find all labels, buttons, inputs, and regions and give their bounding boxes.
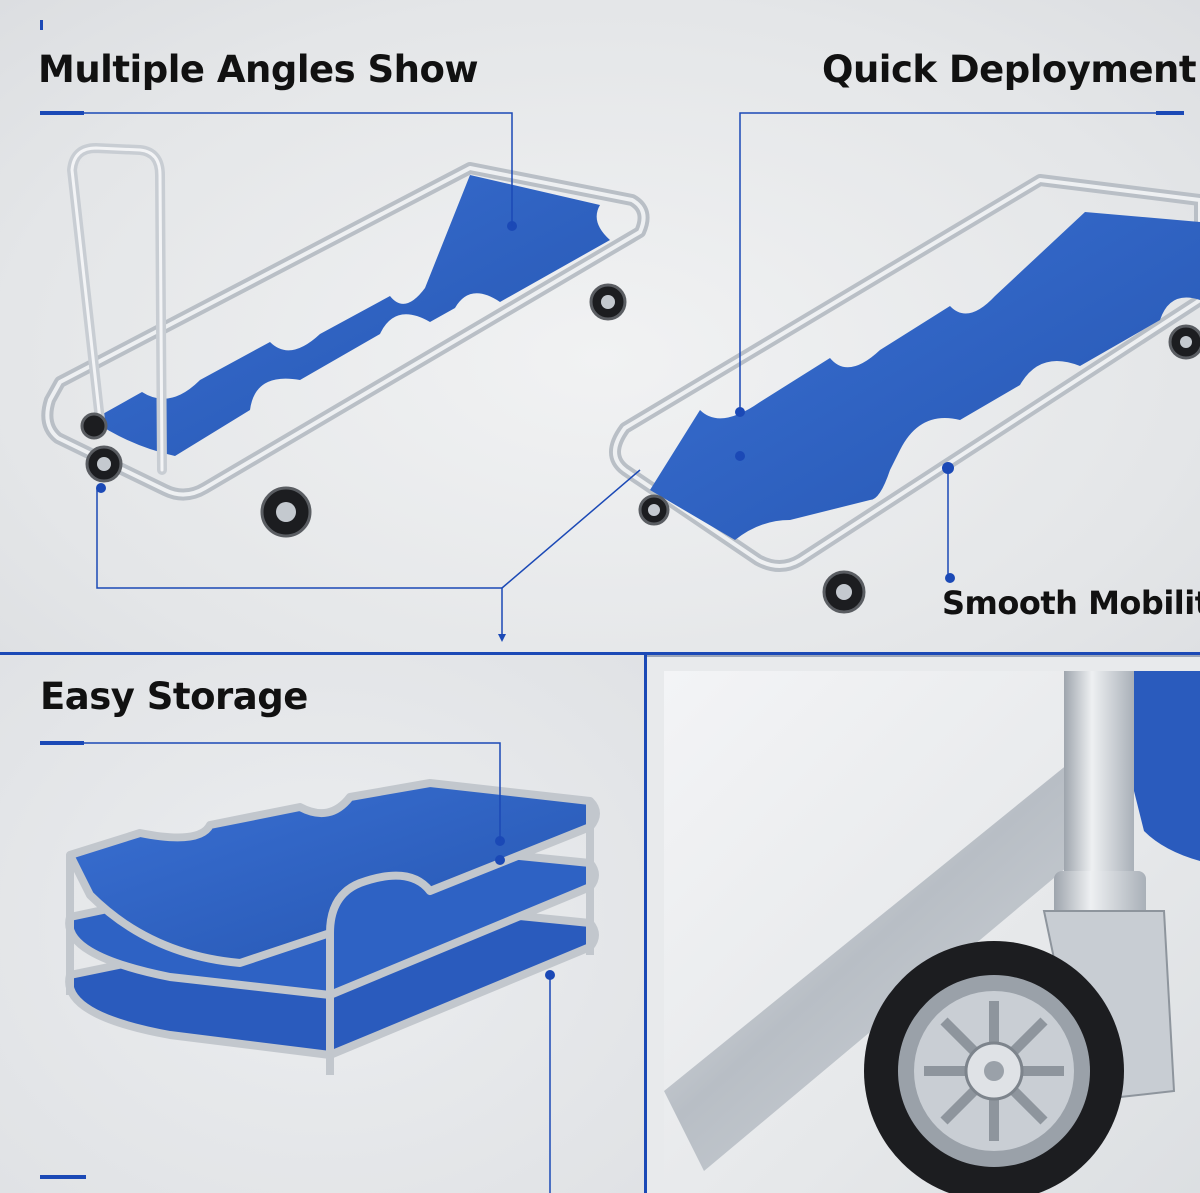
top-panel: Multiple Angles Show Quick Deployment Sm… — [0, 0, 1200, 652]
right-panel-top-line — [647, 655, 1200, 657]
stretcher-flat-icon — [609, 174, 1200, 614]
title-smooth-mobility: Smooth Mobilit — [942, 584, 1200, 622]
top-divider-line — [0, 652, 1200, 655]
bottom-left-panel: Easy Storage — [0, 655, 644, 1193]
stretcher-with-handle-icon — [41, 142, 650, 538]
callout-lines — [40, 112, 1180, 636]
bottom-right-panel — [664, 671, 1200, 1193]
folded-stretcher-illustration — [40, 741, 600, 1193]
stretcher-views-illustration — [40, 20, 1200, 642]
storage-callout-lines — [40, 742, 551, 1193]
title-easy-storage: Easy Storage — [40, 675, 308, 718]
title-multiple-angles: Multiple Angles Show — [38, 48, 479, 91]
caster-wheel-closeup-icon — [664, 671, 1200, 1193]
vertical-divider-line — [644, 652, 647, 1193]
title-quick-deployment: Quick Deployment — [822, 48, 1197, 91]
stretcher-folded-stack-icon — [65, 779, 600, 1075]
